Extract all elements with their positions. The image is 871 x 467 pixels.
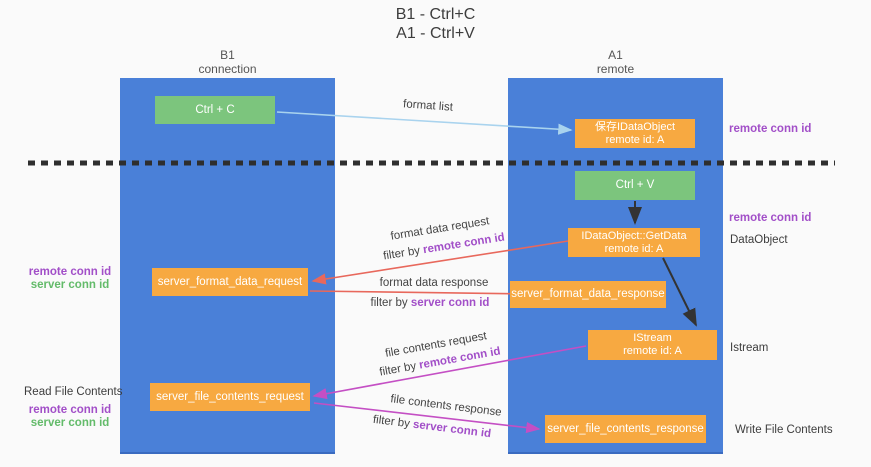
filter-by-text: filter by — [370, 297, 411, 309]
server-file-contents-request-box: server_file_contents_request — [150, 383, 310, 411]
istream-line2: remote id: A — [623, 345, 682, 357]
save-idataobject-line2: remote id: A — [605, 133, 665, 146]
lane-a1-name: A1 — [608, 48, 623, 62]
lane-header-a1: A1 remote — [508, 48, 723, 76]
lane-a1-subtitle: remote — [596, 62, 635, 76]
server-conn-id-note-left-1: server conn id — [30, 279, 110, 291]
server-format-data-request-box: server_format_data_request — [152, 268, 308, 296]
idataobject-getdata-box: IDataObject::GetData remote id: A — [568, 228, 700, 257]
ctrl-v-box: Ctrl + V — [575, 171, 695, 200]
save-idataobject-line1: 保存IDataObject — [594, 120, 676, 133]
lane-b1-name: B1 — [220, 48, 235, 62]
server-file-contents-response-box: server_file_contents_response — [545, 415, 706, 443]
read-file-contents-note: Read File Contents — [24, 386, 123, 398]
server-format-data-request-label: server_format_data_request — [157, 275, 303, 288]
ctrl-c-box: Ctrl + C — [155, 96, 275, 124]
file-contents-request-arrow — [312, 345, 587, 400]
left-conn-id-notes: remote conn id server conn id — [24, 266, 116, 292]
remote-conn-id-note-left-1: remote conn id — [28, 266, 112, 278]
server-conn-id-note-left-2: server conn id — [30, 417, 110, 429]
title-line-2: A1 - Ctrl+V — [396, 25, 475, 42]
server-file-contents-response-label: server_file_contents_response — [547, 422, 704, 435]
ctrl-v-label: Ctrl + V — [615, 179, 655, 191]
format-data-response-arrow — [309, 288, 537, 300]
read-file-contents-notes: Read File Contents remote conn id server… — [24, 386, 123, 430]
server-format-data-response-box: server_format_data_response — [510, 281, 666, 308]
file-contents-response-arrow — [313, 402, 541, 434]
getdata-to-istream-arrow — [662, 257, 697, 327]
ctrl-c-label: Ctrl + C — [195, 103, 235, 116]
format-list-arrow — [276, 111, 573, 135]
write-file-contents-note: Write File Contents — [735, 424, 833, 436]
remote-conn-id-note-top: remote conn id — [729, 123, 812, 135]
istream-box: IStream remote id: A — [588, 330, 717, 360]
getdata-line1: IDataObject::GetData — [581, 229, 687, 242]
save-idataobject-box: 保存IDataObject remote id: A — [575, 119, 695, 148]
title-line-1: B1 - Ctrl+C — [395, 6, 476, 23]
server-file-contents-request-label: server_file_contents_request — [156, 390, 304, 403]
server-format-data-response-label: server_format_data_response — [511, 288, 665, 300]
format-data-response-label: format data response — [379, 277, 489, 289]
filter-by-server-conn-id-label-1: filter by server conn id — [371, 297, 490, 309]
remote-conn-id-note-mid: remote conn id — [729, 212, 812, 224]
remote-conn-id-note-left-2: remote conn id — [28, 404, 112, 416]
getdata-line2: remote id: A — [604, 242, 664, 255]
istream-note: Istream — [730, 342, 769, 354]
format-data-request-arrow — [311, 240, 569, 285]
server-conn-id-text: server conn id — [410, 297, 490, 309]
dataobject-note: DataObject — [730, 234, 788, 246]
diagram-title: B1 - Ctrl+C A1 - Ctrl+V — [0, 5, 871, 43]
istream-line1: IStream — [633, 332, 672, 344]
lane-header-b1: B1 connection — [120, 48, 335, 76]
lane-b1-subtitle: connection — [198, 62, 257, 76]
